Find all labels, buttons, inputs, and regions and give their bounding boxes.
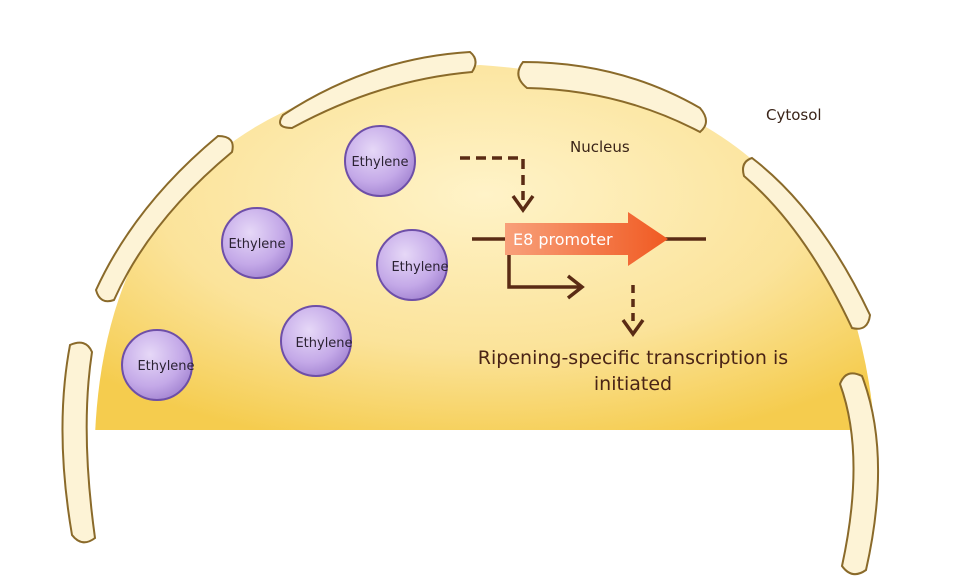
molecule-label: Ethylene [228, 237, 285, 252]
outcome-caption-line1: Ripening-specific transcription is [478, 347, 788, 369]
molecule-label: Ethylene [137, 359, 194, 374]
cytosol-label: Cytosol [766, 106, 822, 124]
envelope-segment [279, 50, 477, 130]
signal-arrowhead [511, 194, 535, 214]
nucleus [80, 65, 890, 470]
ethylene-molecule: Ethylene [344, 125, 416, 197]
envelope-segment [517, 60, 707, 134]
envelope-segment [838, 372, 880, 576]
ethylene-molecules: Ethylene Ethylene Ethylene Ethylene Ethy… [121, 125, 449, 401]
molecule-label: Ethylene [295, 336, 352, 351]
outcome-arrowhead [621, 318, 645, 338]
envelope-segment [742, 156, 872, 330]
transcription-start-arrow [507, 255, 580, 289]
ethylene-molecule: Ethylene [221, 207, 293, 279]
nucleus-label: Nucleus [570, 138, 630, 156]
outcome-caption-line2: initiated [594, 373, 672, 395]
ethylene-molecule: Ethylene [376, 229, 449, 301]
ethylene-molecule: Ethylene [121, 329, 195, 401]
nucleus-region [95, 65, 875, 435]
signal-dashed-arrow [460, 156, 525, 200]
transcription-arrowhead [566, 274, 585, 300]
envelope-segment [61, 341, 97, 544]
nucleus-fade [80, 430, 890, 470]
ethylene-molecule: Ethylene [280, 305, 353, 377]
e8-promoter: E8 promoter [505, 212, 668, 266]
molecule-label: Ethylene [351, 155, 408, 170]
molecule-label: Ethylene [391, 260, 448, 275]
envelope-segment [94, 134, 234, 303]
nuclear-envelope [61, 50, 880, 576]
promoter-label: E8 promoter [513, 230, 613, 249]
